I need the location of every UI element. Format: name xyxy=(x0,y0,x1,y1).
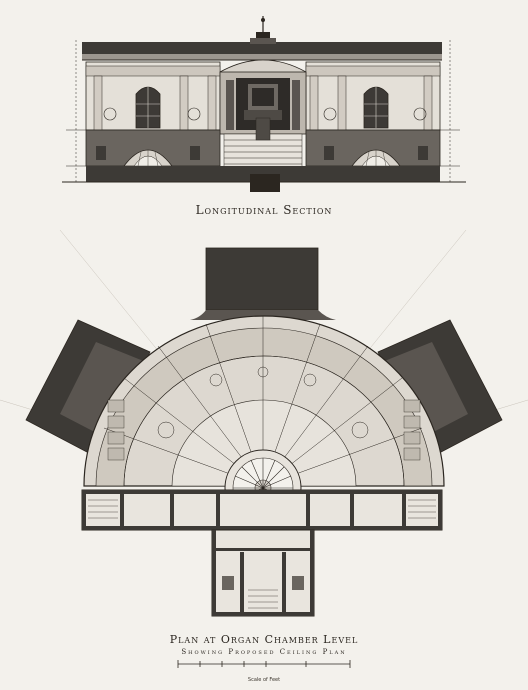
right-wing-inner xyxy=(382,342,468,440)
level-marks xyxy=(66,40,460,182)
coffer-panels xyxy=(107,399,421,461)
plan-subtitle: Showing Proposed Ceiling Plan xyxy=(181,648,347,656)
top-block-skirt xyxy=(190,310,336,320)
lower-transverse-block xyxy=(81,489,443,531)
left-lunette xyxy=(123,149,173,167)
right-cornice xyxy=(305,65,441,77)
pilasters xyxy=(93,75,433,131)
plan-title: Plan at Organ Chamber Level xyxy=(169,633,359,646)
lower-stem xyxy=(211,529,315,617)
longitudinal-section xyxy=(62,16,466,192)
top-dark-block xyxy=(205,247,319,311)
wall-poche xyxy=(82,490,442,530)
hall-inner-arc xyxy=(171,399,357,487)
roof-band xyxy=(82,42,442,54)
scale-bar xyxy=(177,660,351,668)
organ-chamber xyxy=(219,71,307,135)
scale-label: Scale of Feet xyxy=(247,677,281,683)
right-lunette xyxy=(351,149,401,167)
stair-treads xyxy=(88,499,436,519)
stem-stair xyxy=(248,589,278,609)
doors xyxy=(96,146,428,160)
right-arched-window xyxy=(363,86,389,129)
left-wing-inner xyxy=(60,342,146,440)
sub-basement xyxy=(250,174,280,192)
roof-band-inner xyxy=(82,54,442,60)
hall-middle-arc xyxy=(123,355,405,487)
left-arched-window xyxy=(135,86,161,129)
wall-medallions xyxy=(103,107,427,121)
finial xyxy=(250,16,276,44)
left-cornice xyxy=(85,65,221,77)
stem-poche xyxy=(212,530,314,616)
plan-at-organ-chamber-level xyxy=(0,229,528,668)
section-title: Longitudinal Section xyxy=(195,203,333,217)
ceiling-rosettes xyxy=(157,366,369,439)
stem-fixtures xyxy=(222,576,304,590)
